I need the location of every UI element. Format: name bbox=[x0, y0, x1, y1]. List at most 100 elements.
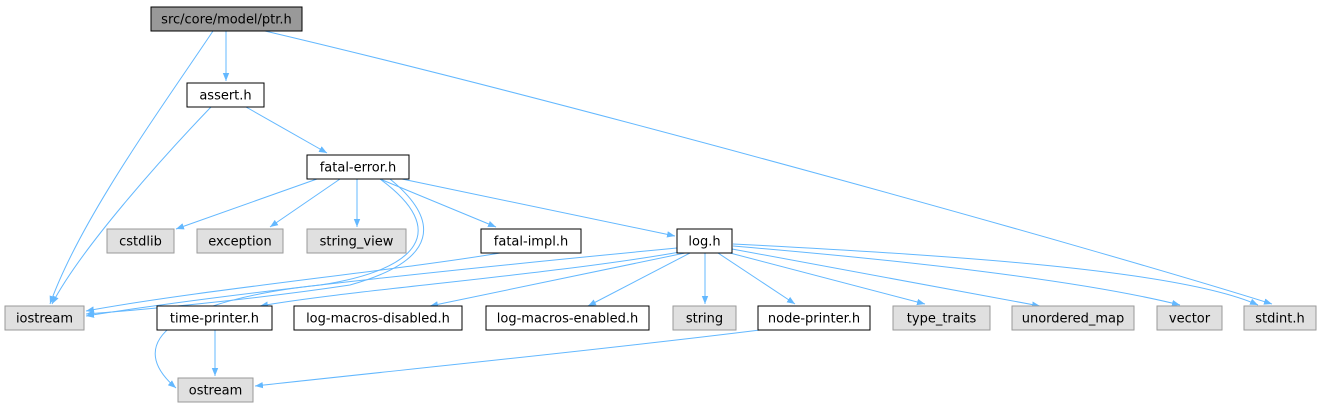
node-label: stdint.h bbox=[1255, 312, 1304, 327]
edge-line bbox=[85, 247, 678, 318]
edge-line bbox=[175, 178, 318, 230]
node-cstdlib: cstdlib bbox=[106, 228, 175, 254]
edge-line bbox=[245, 106, 328, 154]
node-box bbox=[293, 305, 463, 331]
node-label: src/core/model/ptr.h bbox=[161, 13, 292, 28]
edge-assert-to-iostream bbox=[51, 106, 212, 305]
edge-line bbox=[429, 252, 686, 308]
node-label: cstdlib bbox=[119, 235, 162, 250]
edge-log-to-node-printer bbox=[717, 252, 796, 305]
node-label: string_view bbox=[320, 235, 394, 250]
node-label: string bbox=[686, 312, 723, 327]
node-label: type_traits bbox=[907, 312, 977, 327]
node-box bbox=[177, 377, 254, 403]
edge-line bbox=[259, 251, 681, 308]
node-label: log-macros-enabled.h bbox=[497, 312, 638, 327]
node-box bbox=[186, 82, 265, 108]
edge-line bbox=[49, 30, 214, 305]
edge-log-to-stdint bbox=[732, 243, 1259, 306]
node-label: unordered_map bbox=[1022, 312, 1125, 327]
edge-line bbox=[254, 329, 761, 389]
node-box bbox=[306, 154, 410, 180]
node-label: assert.h bbox=[199, 89, 251, 104]
node-box bbox=[1156, 305, 1223, 331]
node-log[interactable]: log.h bbox=[676, 228, 733, 254]
node-node-printer[interactable]: node-printer.h bbox=[757, 305, 871, 331]
node-iostream: iostream bbox=[4, 305, 85, 331]
node-log-macros-enabled[interactable]: log-macros-enabled.h bbox=[485, 305, 650, 331]
node-label: log.h bbox=[688, 235, 720, 250]
edge-fatal-error-to-exception bbox=[269, 178, 341, 228]
edge-line bbox=[732, 243, 1259, 306]
node-label: iostream bbox=[16, 312, 73, 327]
edge-line bbox=[51, 106, 212, 305]
edges-layer bbox=[49, 30, 1273, 389]
node-string: string bbox=[672, 305, 737, 331]
edge-fatal-error-to-log bbox=[401, 178, 676, 238]
edge-log-to-log-macros-disabled bbox=[429, 252, 686, 308]
edge-log-to-type-traits bbox=[729, 252, 926, 306]
edge-line bbox=[732, 245, 1181, 307]
edge-ptr-to-iostream bbox=[49, 30, 214, 305]
node-box bbox=[892, 305, 991, 331]
edge-log-to-vector bbox=[732, 245, 1181, 307]
edge-line bbox=[731, 248, 1041, 308]
node-box bbox=[757, 305, 871, 331]
node-label: time-printer.h bbox=[170, 312, 259, 327]
node-box bbox=[306, 228, 407, 254]
edge-ptr-to-stdint bbox=[264, 30, 1273, 305]
node-box bbox=[480, 228, 582, 254]
node-label: exception bbox=[208, 235, 272, 250]
node-exception: exception bbox=[196, 228, 284, 254]
node-box bbox=[485, 305, 650, 331]
edge-fatal-error-to-iostream bbox=[85, 178, 424, 317]
edge-line bbox=[85, 252, 501, 313]
edge-line bbox=[264, 30, 1273, 305]
node-label: ostream bbox=[189, 384, 243, 399]
edge-line bbox=[269, 178, 341, 228]
edge-line bbox=[587, 252, 691, 307]
node-box bbox=[156, 305, 273, 331]
node-log-macros-disabled[interactable]: log-macros-disabled.h bbox=[293, 305, 463, 331]
edge-assert-to-fatal-error bbox=[245, 106, 328, 154]
node-stdint: stdint.h bbox=[1243, 305, 1317, 331]
node-label: node-printer.h bbox=[768, 312, 860, 327]
node-assert[interactable]: assert.h bbox=[186, 82, 265, 108]
edge-log-to-log-macros-enabled bbox=[587, 252, 691, 307]
node-fatal-error[interactable]: fatal-error.h bbox=[306, 154, 410, 180]
node-ptr[interactable]: src/core/model/ptr.h bbox=[150, 6, 303, 32]
node-box bbox=[106, 228, 175, 254]
node-label: vector bbox=[1169, 312, 1211, 327]
node-label: fatal-error.h bbox=[320, 161, 397, 176]
node-ostream: ostream bbox=[177, 377, 254, 403]
node-label: fatal-impl.h bbox=[494, 235, 568, 250]
node-box bbox=[1243, 305, 1317, 331]
edge-node-printer-to-ostream bbox=[254, 329, 761, 389]
edge-line bbox=[85, 178, 424, 317]
nodes-layer: src/core/model/ptr.h assert.h fatal-error.… bbox=[4, 6, 1317, 403]
node-unordered-map: unordered_map bbox=[1011, 305, 1135, 331]
edge-line bbox=[729, 252, 926, 306]
node-label: log-macros-disabled.h bbox=[306, 312, 450, 327]
node-type-traits: type_traits bbox=[892, 305, 991, 331]
edge-fatal-error-to-ostream bbox=[154, 178, 419, 389]
edge-log-to-unordered-map bbox=[731, 248, 1041, 308]
edge-line bbox=[717, 252, 796, 305]
edge-log-to-time-printer bbox=[259, 251, 681, 308]
edge-fatal-impl-to-iostream bbox=[85, 252, 501, 313]
node-string-view: string_view bbox=[306, 228, 407, 254]
node-fatal-impl[interactable]: fatal-impl.h bbox=[480, 228, 582, 254]
node-box bbox=[672, 305, 737, 331]
node-box bbox=[676, 228, 733, 254]
edge-line bbox=[154, 178, 419, 389]
node-box bbox=[1011, 305, 1135, 331]
node-box bbox=[150, 6, 303, 32]
edge-fatal-error-to-cstdlib bbox=[175, 178, 318, 230]
edge-line bbox=[401, 178, 676, 238]
node-box bbox=[196, 228, 284, 254]
node-vector: vector bbox=[1156, 305, 1223, 331]
node-time-printer[interactable]: time-printer.h bbox=[156, 305, 273, 331]
edge-log-to-iostream bbox=[85, 247, 678, 318]
node-box bbox=[4, 305, 85, 331]
